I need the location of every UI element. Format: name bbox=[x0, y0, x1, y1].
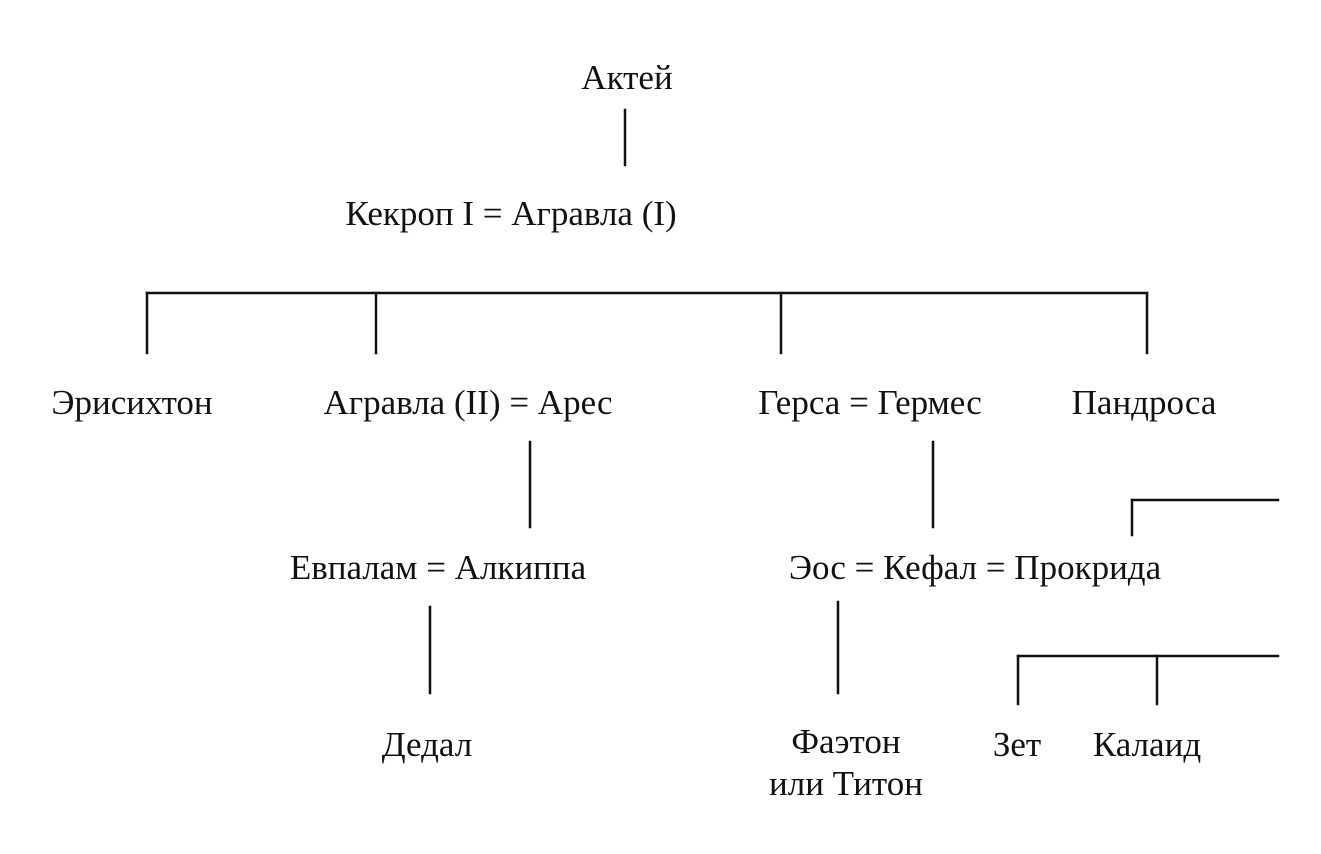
node-aktei: Актей bbox=[581, 58, 673, 97]
node-kalaid: Калаид bbox=[1092, 725, 1202, 764]
node-faeton-titon: Фаэтон или Титон bbox=[769, 721, 923, 805]
node-zet: Зет bbox=[992, 725, 1042, 764]
node-eos-kefal-prokrida: Эос = Кефал = Прокрида bbox=[788, 548, 1162, 587]
node-gersa-germes: Герса = Гермес bbox=[758, 383, 982, 422]
node-dedal: Дедал bbox=[381, 725, 473, 764]
node-faeton-line2: или Титон bbox=[769, 764, 923, 803]
node-agravla2-ares: Агравла (II) = Арес bbox=[323, 383, 613, 422]
node-evpalam-alkippa: Евпалам = Алкиппа bbox=[289, 548, 587, 587]
node-faeton-line1: Фаэтон bbox=[791, 722, 901, 761]
node-pandrosa: Пандроса bbox=[1071, 383, 1217, 422]
node-erisikhton: Эрисихтон bbox=[51, 383, 213, 422]
node-kekrop-agravla: Кекроп I = Агравла (I) bbox=[345, 194, 677, 233]
